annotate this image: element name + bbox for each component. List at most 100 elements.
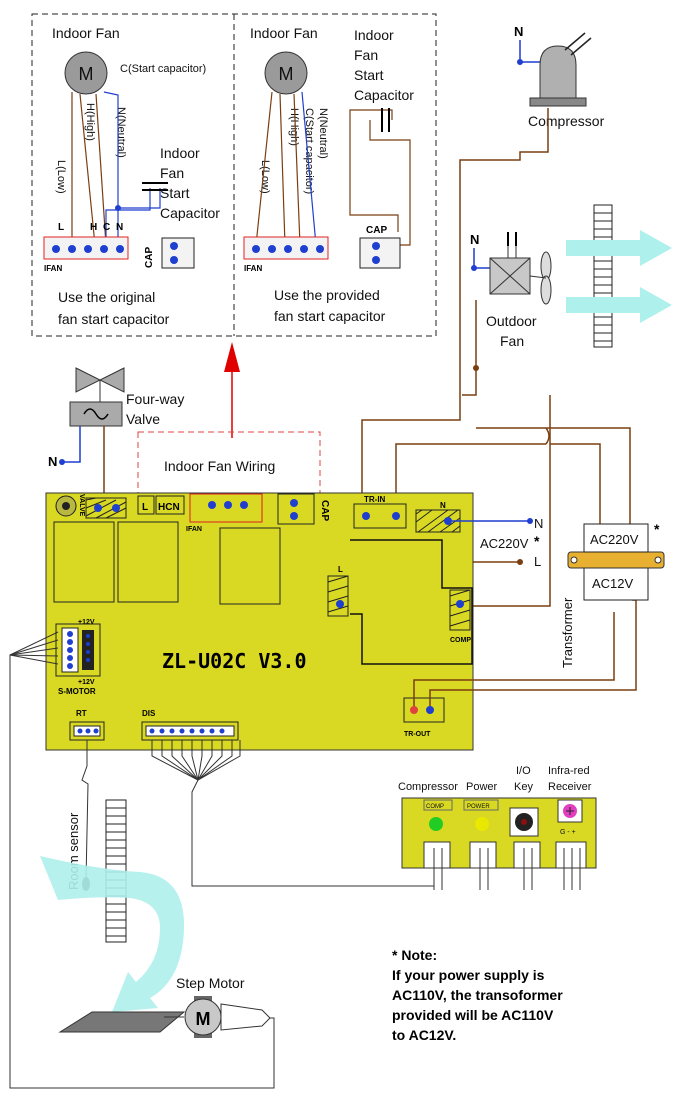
right-ifan-label: IFAN (244, 264, 262, 273)
step-motor-label: Step Motor (176, 975, 245, 991)
display-ir-label: Infra-red Receiver (548, 765, 593, 793)
left-pin-c: C (103, 222, 110, 233)
transformer-icon (567, 523, 665, 601)
left-cap-connector (161, 237, 195, 269)
board-title: ZL-U02C V3.0 (162, 649, 307, 673)
relay-3 (219, 527, 281, 605)
left-fan-motor-icon: M (64, 51, 108, 95)
smotor-label: S-MOTOR (58, 687, 96, 696)
svg-text:M: M (196, 1009, 211, 1029)
display-comp-tag: COMP (426, 804, 444, 810)
left-c-label: C(Start capacitor) (120, 63, 206, 75)
four-way-valve-icon (69, 367, 125, 427)
left-caption: Use the original fan start capacitor (58, 289, 170, 327)
compressor-icon (529, 32, 592, 107)
power-ac-label: AC220V (480, 536, 529, 551)
board-cap-label: CAP (319, 500, 330, 521)
left-n-label: N(Neutral) (115, 107, 127, 158)
valve-terminal (55, 495, 127, 519)
transformer-secondary-label: AC12V (592, 576, 634, 591)
airflow-arrows-icon (566, 230, 672, 323)
power-n-label: N (534, 516, 543, 531)
left-pin-n: N (116, 222, 123, 233)
tr-in-connector (353, 503, 407, 529)
power-note: * Note: If your power supply is AC110V, … (392, 947, 567, 1043)
relay-1 (53, 521, 115, 603)
step-motor-icon: M (58, 996, 271, 1038)
step-motor-connector (55, 623, 101, 677)
indoor-fan-wiring-label: Indoor Fan Wiring (164, 458, 275, 474)
l-main-label: L (338, 565, 343, 574)
svg-text:M: M (79, 64, 94, 84)
board-ifan-connector (189, 493, 263, 523)
left-pin-h: H (90, 222, 97, 233)
condenser-coil-icon (593, 204, 613, 348)
right-fan-motor-icon: M (264, 51, 308, 95)
valve-label: Four-way Valve (126, 391, 188, 427)
svg-text:M: M (279, 64, 294, 84)
left-l-label: L(Low) (55, 160, 67, 194)
board-ifan-label: IFAN (186, 526, 202, 533)
left-ifan-label: IFAN (44, 264, 62, 273)
valve-n-label: N (48, 454, 57, 469)
indoor-fan-wiring-box (137, 431, 321, 519)
left-h-label: H(High) (84, 103, 96, 141)
transformer-primary-label: AC220V (590, 532, 639, 547)
board-l-tag: L (142, 502, 148, 513)
ir-pins-label: G - + (560, 829, 576, 836)
compressor-label: Compressor (528, 113, 605, 129)
tr-out-label: TR-OUT (404, 731, 431, 738)
n-terminal-label: N (440, 501, 446, 510)
right-n-label: N(Neutral) (317, 108, 329, 159)
board-cap-connector (277, 493, 315, 525)
compressor-n-label: N (514, 24, 523, 39)
left-ifan-connector (43, 236, 129, 260)
io-key-button[interactable] (509, 807, 539, 837)
smotor-12v-top: +12V (78, 619, 95, 626)
n-terminal (415, 509, 461, 533)
compressor-led-icon (429, 817, 443, 831)
power-l-label: L (534, 554, 541, 569)
display-power-label: Power (466, 781, 498, 793)
transformer-label: Transformer (560, 597, 575, 668)
tr-out-connector (403, 697, 445, 723)
rt-label: RT (76, 709, 87, 718)
tr-in-label: TR-IN (364, 495, 386, 504)
right-caption: Use the provided fan start capacitor (274, 287, 386, 324)
board-hcn-tag: HCN (158, 502, 180, 513)
right-capacitor-icon (381, 108, 390, 132)
right-cap-connector-label: CAP (366, 225, 387, 236)
transformer-star: * (654, 521, 660, 537)
left-cap-label: Indoor Fan Start Capacitor (160, 145, 220, 221)
relay-2 (117, 521, 179, 603)
comp-terminal (449, 589, 471, 631)
display-power-tag: POWER (467, 804, 490, 810)
smotor-12v-bottom: +12V (78, 679, 95, 686)
right-h-label: H(High) (288, 108, 300, 146)
right-l-label: L(Low) (259, 160, 271, 194)
comp-label: COMP (450, 637, 471, 644)
outdoor-fan-n-label: N (470, 232, 479, 247)
left-pin-l: L (58, 222, 64, 233)
outdoor-fan-label: Outdoor Fan (486, 313, 540, 349)
right-cap-connector (359, 237, 401, 269)
display-compressor-label: Compressor (398, 781, 458, 793)
power-led-icon (475, 817, 489, 831)
indoor-airflow-arrow-icon (40, 856, 185, 1012)
right-panel-title: Indoor Fan (250, 25, 318, 41)
outdoor-fan-icon (489, 232, 552, 305)
left-capacitor-icon (142, 182, 168, 191)
l-main-terminal (327, 575, 349, 617)
display-io-key-label: I/O Key (514, 765, 534, 793)
valve-board-label: VALVE (78, 494, 85, 517)
right-ifan-connector (243, 236, 329, 260)
power-star: * (534, 533, 540, 549)
left-cap-connector-label: CAP (144, 247, 155, 268)
rt-connector (69, 721, 105, 741)
dis-label: DIS (142, 709, 156, 718)
dis-connector (141, 721, 239, 741)
ir-receiver-icon (557, 799, 583, 823)
display-connectors (423, 841, 587, 869)
left-panel-title: Indoor Fan (52, 25, 120, 41)
